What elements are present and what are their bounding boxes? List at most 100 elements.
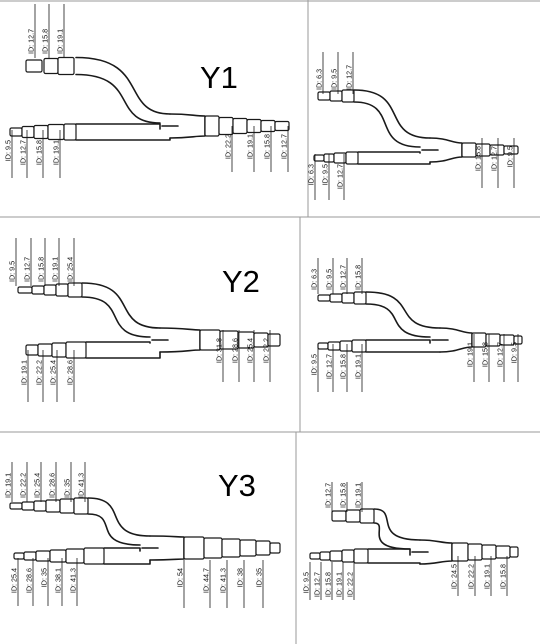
bottom-right-id-label: ID: 22.2 bbox=[467, 564, 476, 589]
top-branch-step bbox=[33, 500, 47, 512]
bottom-right-id-label: ID: 31.8 bbox=[215, 338, 224, 363]
bottom-left-id-label: ID: 38.1 bbox=[54, 568, 63, 593]
top-branch-pipe bbox=[87, 497, 151, 537]
top-id-label: ID: 6.3 bbox=[310, 269, 319, 290]
top-id-label: ID: 25.4 bbox=[66, 257, 75, 282]
bottom-right-id-label: ID: 12.7 bbox=[496, 342, 505, 367]
bottom-branch-pipe bbox=[85, 351, 161, 359]
bottom-right-id-label: ID: 9.5 bbox=[506, 146, 515, 167]
top-id-label: ID: 19.1 bbox=[51, 257, 60, 282]
top-id-label: ID: 12.7 bbox=[345, 65, 354, 90]
bottom-left-id-label: ID: 9.5 bbox=[302, 572, 311, 593]
reducer-step bbox=[269, 542, 281, 554]
top-id-label: ID: 41.3 bbox=[77, 473, 86, 498]
top-id-label: ID: 15.8 bbox=[354, 265, 363, 290]
bottom-right-id-label: ID: 15.8 bbox=[263, 134, 272, 159]
top-branch-step bbox=[329, 293, 343, 303]
bottom-left-id-label: ID: 19.1 bbox=[335, 572, 344, 597]
top-id-label: ID: 15.8 bbox=[41, 29, 50, 54]
bottom-branch-step bbox=[23, 551, 37, 561]
bottom-branch-pipe bbox=[367, 548, 411, 556]
bottom-left-id-label: ID: 22.2 bbox=[346, 572, 355, 597]
bottom-right-id-label: ID: 22.2 bbox=[262, 338, 271, 363]
bottom-branch-step bbox=[319, 551, 331, 561]
bottom-left-id-label: ID: 12.7 bbox=[336, 164, 345, 189]
panel-title: Y3 bbox=[218, 468, 256, 503]
top-branch-step bbox=[67, 282, 83, 298]
bottom-right-id-label: ID: 12.7 bbox=[490, 146, 499, 171]
top-id-label: ID: 25.4 bbox=[33, 473, 42, 498]
bottom-left-id-label: ID: 12.7 bbox=[325, 354, 334, 379]
top-id-label: ID: 35 bbox=[63, 479, 72, 498]
bottom-right-id-label: ID: 15.8 bbox=[481, 342, 490, 367]
top-id-label: ID: 12.7 bbox=[27, 29, 36, 54]
bottom-right-id-label: ID: 54 bbox=[176, 568, 185, 587]
top-id-label: ID: 28.6 bbox=[48, 473, 57, 498]
top-id-label: ID: 12.7 bbox=[23, 257, 32, 282]
top-branch-step bbox=[353, 291, 367, 305]
bottom-left-id-label: ID: 9.5 bbox=[4, 140, 13, 161]
bottom-branch-pipe bbox=[367, 562, 421, 565]
bottom-left-id-label: ID: 9.5 bbox=[310, 354, 319, 375]
top-id-label: ID: 9.5 bbox=[325, 269, 334, 290]
reducer-step bbox=[503, 145, 519, 155]
bottom-branch-step bbox=[341, 549, 355, 563]
bottom-branch-step bbox=[353, 548, 369, 564]
top-branch-step bbox=[317, 294, 331, 302]
reducer-step bbox=[218, 116, 234, 136]
bottom-branch-step bbox=[49, 549, 67, 563]
reducer-step bbox=[255, 540, 271, 556]
reducer-step bbox=[509, 546, 519, 558]
bottom-branch-pipe bbox=[103, 559, 151, 565]
bottom-branch-pipe bbox=[357, 161, 431, 165]
bottom-left-id-label: ID: 15.8 bbox=[324, 572, 333, 597]
top-branch-step bbox=[21, 501, 35, 511]
top-branch-step bbox=[57, 56, 75, 76]
reducer-step bbox=[221, 538, 241, 558]
bottom-left-id-label: ID: 12.7 bbox=[19, 140, 28, 165]
bottom-right-id-label: ID: 24.5 bbox=[450, 564, 459, 589]
top-branch-pipe bbox=[353, 101, 421, 148]
bottom-branch-step bbox=[21, 125, 35, 139]
bottom-right-id-label: ID: 38 bbox=[236, 568, 245, 587]
reducer-step bbox=[183, 536, 205, 560]
top-branch-pipe bbox=[365, 303, 431, 338]
reducer-step bbox=[203, 537, 223, 559]
bottom-branch-step bbox=[33, 124, 49, 140]
bottom-branch-step bbox=[339, 340, 353, 352]
bottom-branch-step bbox=[13, 552, 25, 560]
top-branch-pipe bbox=[87, 513, 141, 546]
bottom-left-id-label: ID: 19.1 bbox=[52, 140, 61, 165]
bottom-branch-step bbox=[37, 343, 53, 357]
bottom-branch-pipe bbox=[85, 341, 151, 344]
bottom-right-id-label: ID: 19.1 bbox=[466, 342, 475, 367]
bottom-left-id-label: ID: 35 bbox=[40, 568, 49, 587]
bottom-left-id-label: ID: 6.3 bbox=[307, 164, 316, 185]
panel-title: Y2 bbox=[222, 264, 260, 299]
top-branch-step bbox=[45, 499, 61, 513]
top-branch-step bbox=[331, 510, 347, 522]
bottom-right-id-label: ID: 15.8 bbox=[474, 146, 483, 171]
bottom-left-id-label: ID: 22.2 bbox=[35, 360, 44, 385]
bottom-left-id-label: ID: 15.8 bbox=[35, 140, 44, 165]
top-branch-step bbox=[59, 498, 75, 514]
reducer-step bbox=[260, 119, 276, 133]
bottom-branch-pipe bbox=[365, 339, 431, 344]
top-id-label: ID: 19.1 bbox=[4, 473, 13, 498]
bottom-branch-step bbox=[83, 547, 105, 565]
top-branch-pipe bbox=[75, 73, 161, 124]
bottom-branch-step bbox=[329, 550, 343, 562]
bottom-left-id-label: ID: 28.6 bbox=[25, 568, 34, 593]
top-branch-step bbox=[43, 57, 59, 75]
reducer-step bbox=[481, 544, 497, 560]
bottom-left-id-label: ID: 9.5 bbox=[321, 164, 330, 185]
top-branch-pipe bbox=[365, 291, 441, 329]
top-id-label: ID: 12.7 bbox=[324, 483, 333, 508]
top-branch-pipe bbox=[373, 522, 411, 550]
top-branch-step bbox=[17, 286, 33, 294]
